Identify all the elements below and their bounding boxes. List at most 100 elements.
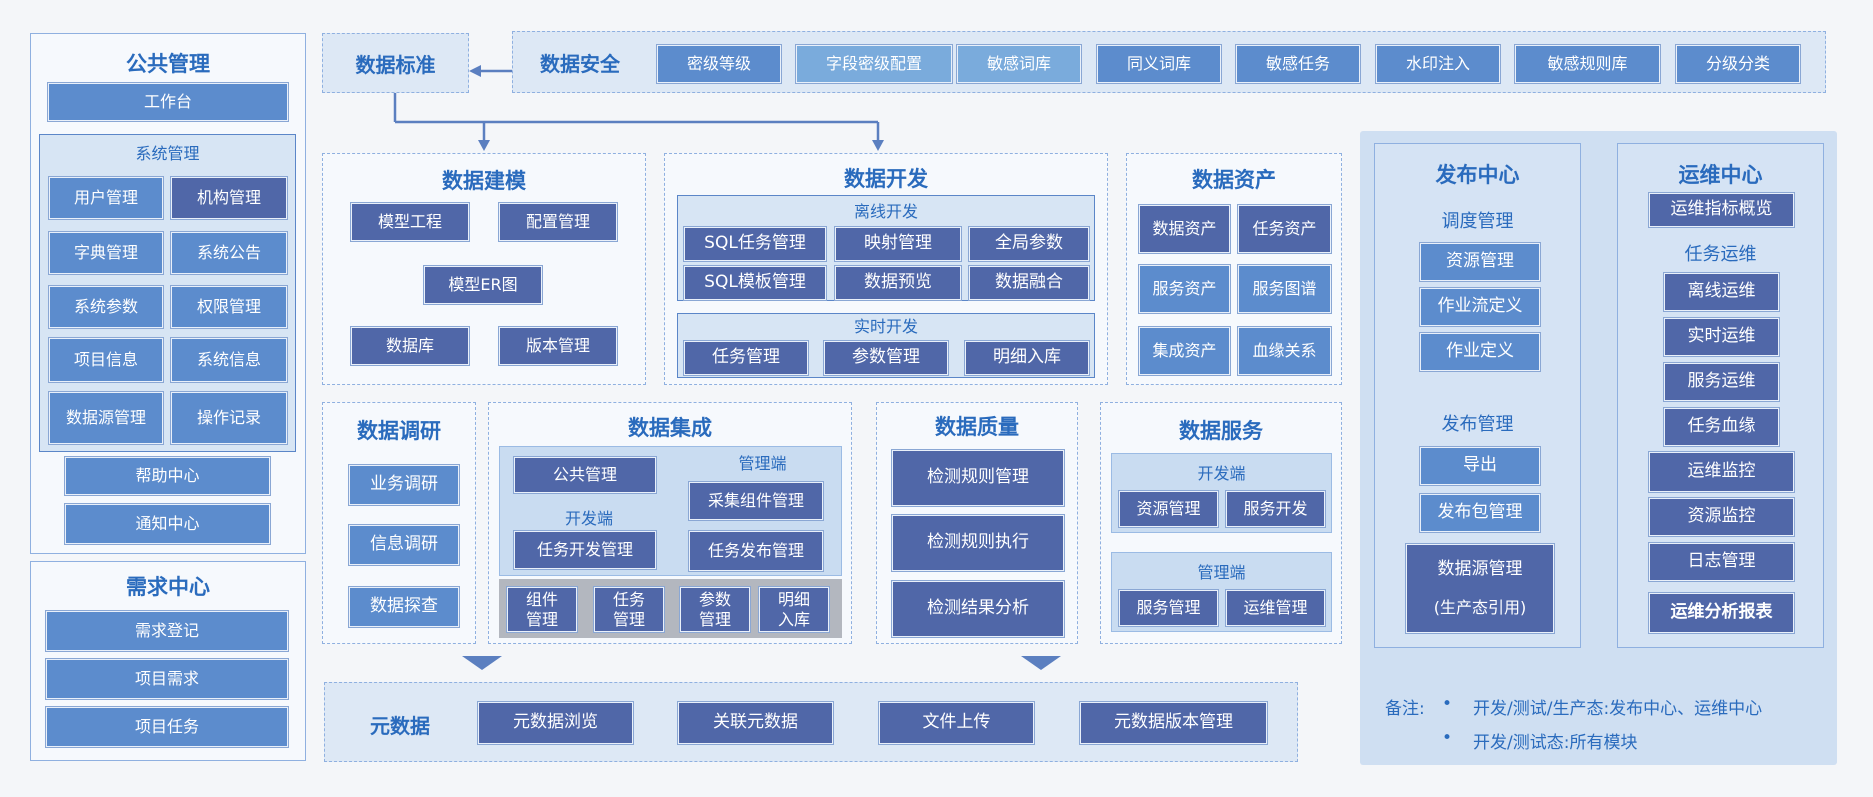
notes-bullet-2: • (1442, 728, 1453, 748)
sys-item-oplog[interactable]: 操作记录 (171, 392, 287, 444)
integration-bottom-param[interactable]: 参数 管理 (680, 587, 750, 632)
service-dev-develop[interactable]: 服务开发 (1226, 491, 1325, 527)
task-ops-offline[interactable]: 离线运维 (1664, 273, 1779, 311)
service-dev-resource[interactable]: 资源管理 (1119, 491, 1218, 527)
integration-bottom-component[interactable]: 组件 管理 (507, 587, 577, 632)
model-item-database[interactable]: 数据库 (351, 327, 469, 365)
integration-task-publish-mgmt[interactable]: 任务发布管理 (689, 531, 823, 571)
model-item-er[interactable]: 模型ER图 (424, 266, 542, 304)
model-item-version[interactable]: 版本管理 (499, 327, 617, 365)
offline-item-fusion[interactable]: 数据融合 (969, 266, 1089, 300)
integration-bottom-task[interactable]: 任务 管理 (594, 587, 664, 632)
integration-bottom-param-l2: 管理 (698, 609, 731, 629)
realtime-item-task[interactable]: 任务管理 (684, 341, 808, 375)
sys-item-project[interactable]: 项目信息 (49, 338, 163, 382)
integration-admin-label: 管理端 (738, 454, 787, 473)
integration-task-dev-mgmt[interactable]: 任务开发管理 (514, 531, 656, 569)
sys-item-param[interactable]: 系统参数 (49, 286, 163, 328)
notes-line-1: 开发/测试/生产态:发布中心、运维中心 (1473, 699, 1763, 719)
publish-datasource-note: (生产态引用) (1433, 598, 1527, 618)
task-ops-label: 任务运维 (1684, 244, 1757, 265)
integration-collect-mgmt[interactable]: 采集组件管理 (689, 482, 823, 520)
offline-item-sql-template[interactable]: SQL模板管理 (684, 266, 826, 300)
task-ops-realtime[interactable]: 实时运维 (1664, 318, 1779, 356)
publish-datasource-mgmt[interactable]: 数据源管理 (生产态引用) (1406, 544, 1554, 633)
sys-item-user[interactable]: 用户管理 (49, 177, 163, 219)
data-dev-title: 数据开发 (844, 167, 928, 191)
offline-item-sql-task[interactable]: SQL任务管理 (684, 227, 826, 261)
schedule-item-job[interactable]: 作业定义 (1420, 333, 1540, 371)
publish-item-export[interactable]: 导出 (1420, 447, 1540, 485)
offline-item-mapping[interactable]: 映射管理 (835, 227, 961, 261)
ops-item-resource-monitor[interactable]: 资源监控 (1649, 498, 1794, 536)
service-admin-label: 管理端 (1197, 563, 1246, 582)
notice-center-button[interactable]: 通知中心 (65, 504, 270, 544)
metadata-item-related[interactable]: 关联元数据 (678, 702, 833, 744)
realtime-item-param[interactable]: 参数管理 (824, 341, 948, 375)
data-research-title: 数据调研 (357, 419, 441, 443)
service-admin-service[interactable]: 服务管理 (1119, 590, 1218, 626)
quality-item-rule-mgmt[interactable]: 检测规则管理 (892, 450, 1064, 506)
sec-item-sensitive-rules[interactable]: 敏感规则库 (1515, 45, 1660, 83)
asset-item-integration[interactable]: 集成资产 (1139, 327, 1230, 375)
offline-item-global-param[interactable]: 全局参数 (969, 227, 1089, 261)
sys-item-sysinfo[interactable]: 系统信息 (171, 338, 287, 382)
ops-item-log[interactable]: 日志管理 (1649, 543, 1794, 581)
ops-item-overview[interactable]: 运维指标概览 (1649, 193, 1794, 227)
integration-bottom-detail[interactable]: 明细 入库 (759, 587, 829, 632)
sys-item-datasource[interactable]: 数据源管理 (49, 392, 163, 444)
sec-item-level[interactable]: 密级等级 (657, 45, 781, 83)
demand-item-register[interactable]: 需求登记 (46, 611, 288, 651)
offline-dev-label: 离线开发 (853, 202, 918, 221)
workbench-button[interactable]: 工作台 (48, 83, 288, 121)
task-ops-lineage[interactable]: 任务血缘 (1664, 408, 1779, 446)
sys-item-notice[interactable]: 系统公告 (171, 232, 287, 274)
metadata-item-version[interactable]: 元数据版本管理 (1080, 702, 1267, 744)
schedule-item-flow[interactable]: 作业流定义 (1420, 288, 1540, 326)
asset-item-task[interactable]: 任务资产 (1238, 205, 1331, 253)
integration-dev-label: 开发端 (564, 509, 613, 528)
ops-item-monitor[interactable]: 运维监控 (1649, 452, 1794, 492)
task-ops-service[interactable]: 服务运维 (1664, 363, 1779, 401)
data-service-title: 数据服务 (1179, 419, 1263, 443)
quality-item-rule-exec[interactable]: 检测规则执行 (892, 515, 1064, 571)
asset-item-service-graph[interactable]: 服务图谱 (1238, 265, 1331, 313)
data-assets-title: 数据资产 (1192, 168, 1276, 192)
asset-item-lineage[interactable]: 血缘关系 (1238, 327, 1331, 375)
sec-item-synonyms[interactable]: 同义词库 (1097, 45, 1221, 83)
realtime-item-detail[interactable]: 明细入库 (965, 341, 1089, 375)
publish-center-title: 发布中心 (1435, 163, 1520, 187)
asset-item-service[interactable]: 服务资产 (1139, 265, 1230, 313)
model-item-project[interactable]: 模型工程 (351, 203, 469, 241)
sec-item-classification[interactable]: 分级分类 (1676, 45, 1800, 83)
metadata-title: 元数据 (370, 713, 430, 738)
schedule-item-resource[interactable]: 资源管理 (1420, 243, 1540, 281)
sys-item-org[interactable]: 机构管理 (171, 177, 287, 219)
sys-item-dict[interactable]: 字典管理 (49, 232, 163, 274)
research-item-business[interactable]: 业务调研 (349, 465, 459, 505)
sec-item-watermark[interactable]: 水印注入 (1376, 45, 1500, 83)
service-admin-ops[interactable]: 运维管理 (1226, 590, 1325, 626)
model-item-config[interactable]: 配置管理 (499, 203, 617, 241)
sec-item-sensitive-task[interactable]: 敏感任务 (1236, 45, 1360, 83)
demand-item-project[interactable]: 项目需求 (46, 659, 288, 699)
help-center-button[interactable]: 帮助中心 (65, 457, 270, 495)
integration-bottom-detail-l2: 入库 (777, 609, 810, 629)
demand-item-task[interactable]: 项目任务 (46, 707, 288, 747)
sec-item-sensitive-words[interactable]: 敏感词库 (957, 45, 1081, 83)
data-standard-title: 数据标准 (355, 52, 436, 77)
research-item-explore[interactable]: 数据探查 (349, 587, 459, 627)
quality-item-result[interactable]: 检测结果分析 (892, 581, 1064, 637)
publish-item-package[interactable]: 发布包管理 (1420, 494, 1540, 532)
ops-item-report[interactable]: 运维分析报表 (1649, 593, 1794, 633)
sec-item-field-level[interactable]: 字段密级配置 (796, 45, 952, 83)
metadata-item-upload[interactable]: 文件上传 (879, 702, 1034, 744)
data-integration-title: 数据集成 (628, 416, 712, 440)
system-mgmt-label: 系统管理 (135, 144, 200, 163)
asset-item-data[interactable]: 数据资产 (1139, 205, 1230, 253)
sys-item-permission[interactable]: 权限管理 (171, 286, 287, 328)
research-item-info[interactable]: 信息调研 (349, 525, 459, 565)
offline-item-preview[interactable]: 数据预览 (835, 266, 961, 300)
integration-public-mgmt[interactable]: 公共管理 (514, 457, 656, 493)
metadata-item-browse[interactable]: 元数据浏览 (478, 702, 633, 744)
